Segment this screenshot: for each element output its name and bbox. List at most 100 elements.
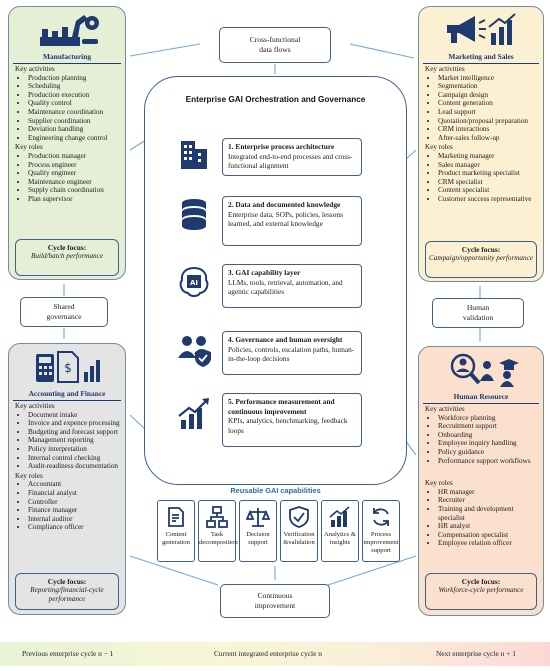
- cycle-focus-box: Cycle focus: Campaign/opportunity perfor…: [425, 241, 537, 278]
- capability-label: Decision support: [246, 531, 270, 546]
- layer-desc: KPIs, analytics, benchmarking, feedback …: [228, 416, 348, 435]
- roles-list: Accountant Financial analyst Controller …: [15, 480, 121, 532]
- cycle-focus-box: Cycle focus: Reporting/financial-cycle p…: [15, 573, 119, 610]
- document-pen-icon: [158, 505, 194, 531]
- list-item: Production manager: [28, 152, 121, 161]
- list-item: HR manager: [438, 488, 539, 497]
- list-item: Budgeting and forecast support: [28, 428, 121, 437]
- list-item: Segmentation: [438, 82, 539, 91]
- list-item: Document intake: [28, 411, 121, 420]
- people-shield-icon: [175, 332, 213, 368]
- arrow-top-right: [349, 43, 415, 59]
- list-item: Customer success representative: [438, 195, 539, 204]
- activities-list: Production planning Scheduling Productio…: [15, 74, 121, 143]
- megaphone-chart-icon: [419, 11, 543, 51]
- list-item: Production execution: [28, 91, 121, 100]
- list-item: Recruiter: [438, 496, 539, 505]
- activities-list: Workforce planning Recruitment support O…: [425, 414, 539, 466]
- roles-heading: Key roles: [15, 471, 43, 480]
- list-item: Compensation specialist: [438, 531, 539, 540]
- list-item: Quality engineer: [28, 169, 121, 178]
- list-item: Policy interpretation: [28, 445, 121, 454]
- list-item: Marketing manager: [438, 152, 539, 161]
- list-item: Supplier coordination: [28, 117, 121, 126]
- arrow-center-mfg: [129, 139, 147, 151]
- cycle-focus-text: Reporting/financial-cycle performance: [30, 586, 104, 603]
- cycle-next: Next enterprise cycle n + 1: [436, 649, 516, 658]
- list-item: Compliance officer: [28, 523, 121, 532]
- list-item: Employee relation officer: [438, 539, 539, 548]
- activities-heading: Key activities: [15, 65, 55, 73]
- cycle-focus-text: Workforce-cycle performance: [438, 586, 524, 594]
- scales-icon: [240, 505, 276, 531]
- cycle-focus-heading: Cycle focus:: [47, 243, 87, 252]
- layer-title: 4. Governance and human oversight: [228, 335, 343, 344]
- list-item: Onboarding: [438, 431, 539, 440]
- list-item: HR analyst: [438, 522, 539, 531]
- cycle-current: Current integrated enterprise cycle n: [214, 649, 322, 658]
- activities-heading: Key activities: [425, 405, 465, 413]
- capability-content-generation: Content generation: [157, 500, 195, 562]
- activities-list: Market intelligence Segmentation Campaig…: [425, 74, 539, 143]
- list-item: Workforce planning: [438, 414, 539, 423]
- hierarchy-icon: [199, 505, 235, 531]
- list-item: Supply chain coordination: [28, 186, 121, 195]
- list-item: Maintenance engineer: [28, 178, 121, 187]
- list-item: Sales manager: [438, 161, 539, 170]
- factory-robot-icon: [9, 11, 125, 51]
- activities-list: Document intake Invoice and expence proc…: [15, 411, 121, 471]
- list-item: Scheduling: [28, 82, 121, 91]
- cycle-focus-box: Cycle focus: Workforce-cycle performance: [425, 573, 537, 610]
- list-item: CRM specialist: [438, 178, 539, 187]
- enterprise-cycle-bar: [0, 642, 550, 666]
- list-item: Finance manager: [28, 506, 121, 515]
- cycle-focus-heading: Cycle focus:: [461, 245, 501, 254]
- layer-title: 5. Performance measurement and continuou…: [228, 397, 335, 416]
- capability-verification-validation: Verification &validation: [280, 500, 318, 562]
- connector-label-left: Shared governance: [20, 297, 108, 327]
- list-item: Financial analyst: [28, 489, 121, 498]
- list-item: Deviation handling: [28, 125, 121, 134]
- growth-chart-icon: [175, 396, 213, 432]
- list-item: Internal auditor: [28, 515, 121, 524]
- layer-desc: Enterprise data, SOPs, policies, lessons…: [228, 209, 343, 229]
- activities-heading: Key activities: [425, 65, 465, 73]
- cycle-focus-heading: Cycle focus:: [47, 577, 87, 586]
- list-item: Training and development specialist: [438, 505, 539, 522]
- list-item: After-sales follow-up: [438, 134, 539, 143]
- cycle-focus-text: Build/batch performance: [30, 252, 104, 260]
- connector-label-bottom: Continuous improvement: [220, 584, 330, 618]
- arrow-bottom-left: [129, 555, 219, 586]
- panel-title: Accounting and Finance: [13, 389, 121, 401]
- cycle-focus-text: Campaign/opportunity performance: [428, 254, 533, 262]
- capability-process-improvement: Process improvement support: [362, 500, 400, 562]
- refresh-icon: [363, 505, 399, 531]
- roles-list: Production manager Process engineer Qual…: [15, 152, 121, 204]
- list-item: Quality control: [28, 99, 121, 108]
- roles-list: Marketing manager Sales manager Product …: [425, 152, 539, 204]
- layer-title: 3. GAI capability layer: [228, 268, 301, 277]
- capability-task-decomposition: Task decomposition: [198, 500, 238, 562]
- list-item: Audit-readiness documentation: [28, 462, 121, 471]
- list-item: CRM interactions: [438, 125, 539, 134]
- layer-performance-measurement: 5. Performance measurement and continuou…: [222, 393, 362, 447]
- capability-label: Process improvement support: [363, 531, 399, 554]
- list-item: Policy guidance: [438, 448, 539, 457]
- capability-label: Content generation: [162, 531, 190, 546]
- roles-heading: Key roles: [425, 143, 453, 152]
- roles-heading: Key roles: [425, 479, 453, 488]
- list-item: Controller: [28, 498, 121, 507]
- layer-title: 2. Data and documented knowledge: [228, 200, 341, 209]
- list-item: Management reporting: [28, 436, 121, 445]
- roles-list: HR manager Recruiter Training and develo…: [425, 488, 539, 548]
- list-item: Content generation: [438, 99, 539, 108]
- list-item: Engineering change control: [28, 134, 121, 143]
- arrow-bottom-right: [327, 555, 417, 586]
- bar-chart-icon: [322, 505, 358, 531]
- connector-label-right: Human validation: [432, 298, 524, 328]
- layer-title: 1. Enterprise process architecture: [228, 142, 335, 151]
- database-icon: [175, 196, 213, 232]
- list-item: Maintenance coordination: [28, 108, 121, 117]
- list-item: Internal control checking: [28, 454, 121, 463]
